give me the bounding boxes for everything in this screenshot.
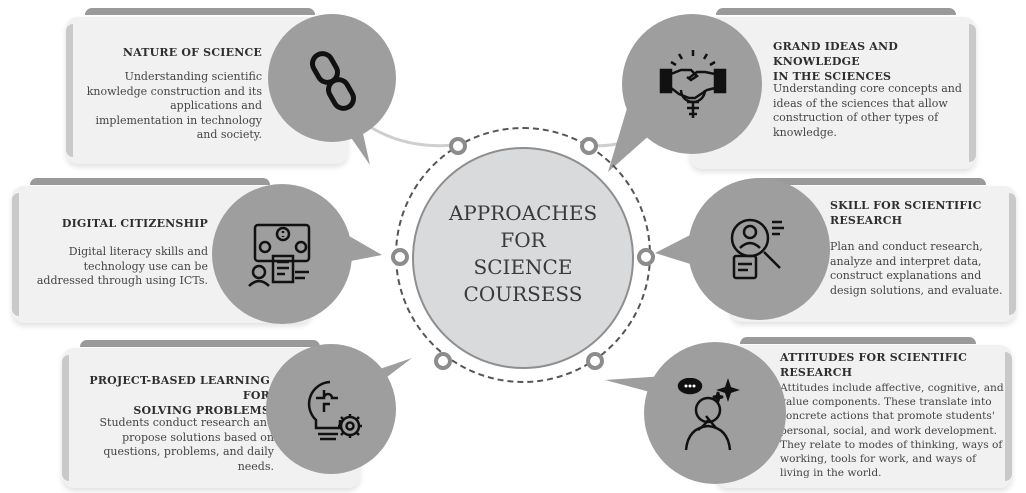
ring-node (449, 137, 467, 155)
chain-link-icon (305, 50, 363, 116)
card-title: DIGITAL CITIZENSHIP (61, 217, 208, 230)
card-title-line: SOLVING PROBLEMS (133, 404, 270, 417)
center-title-line: COURSESS (463, 282, 583, 306)
handshake-lightbulb-icon (659, 46, 727, 126)
center-circle (412, 147, 634, 369)
icon-bubble (266, 344, 396, 474)
card-accent (30, 178, 270, 185)
card-body: Understanding scientific knowledge const… (86, 70, 262, 142)
center-title: APPROACHES FOR SCIENCE COURSESS (412, 200, 634, 308)
center-title-line: FOR (500, 228, 546, 252)
card-accent (750, 178, 986, 185)
card-accent (12, 193, 19, 316)
ring-node (391, 248, 409, 266)
card-title-line: RESEARCH (780, 366, 853, 379)
card-accent (740, 337, 976, 344)
card-accent (80, 340, 320, 347)
card-accent (1005, 352, 1012, 481)
ring-node (637, 248, 655, 266)
icon-bubble (622, 14, 762, 154)
icon-bubble (688, 178, 830, 320)
card-accent (85, 8, 315, 15)
center-title-line: SCIENCE (473, 255, 573, 279)
card-accent (969, 24, 976, 162)
card-accent (62, 355, 69, 481)
icon-bubble (644, 342, 786, 484)
card-title: SKILL FOR SCIENTIFIC RESEARCH (830, 198, 1010, 228)
card-body: Plan and conduct research, analyze and i… (830, 240, 1003, 297)
icon-bubble (212, 184, 352, 324)
card-body: Students conduct research and propose so… (99, 416, 274, 473)
card-body: Understanding core concepts and ideas of… (773, 82, 962, 139)
card-title-line: RESEARCH (830, 214, 903, 227)
card-title-line: GRAND IDEAS AND KNOWLEDGE (773, 40, 898, 68)
card-accent (1009, 193, 1016, 315)
card-title-line: ATTITUDES FOR SCIENTIFIC (780, 351, 968, 364)
thinking-person-icon (676, 377, 744, 456)
digital-communication-icon (247, 220, 317, 292)
card-title-line: IN THE SCIENCES (773, 70, 892, 83)
lightbulb-puzzle-gear-icon (300, 378, 366, 448)
card-accent (716, 8, 956, 15)
card-body: Digital literacy skills and technology u… (36, 245, 208, 288)
card-accent (66, 24, 73, 157)
card-title: GRAND IDEAS AND KNOWLEDGE IN THE SCIENCE… (773, 39, 973, 84)
card-title: PROJECT-BASED LEARNING FOR SOLVING PROBL… (68, 373, 270, 418)
ring-node (586, 352, 604, 370)
card-title: ATTITUDES FOR SCIENTIFIC RESEARCH (780, 350, 990, 380)
card-body: Attitudes include affective, cognitive, … (780, 382, 1004, 480)
card-title: NATURE OF SCIENCE (122, 46, 262, 59)
card-title-line: SKILL FOR SCIENTIFIC (830, 199, 982, 212)
icon-bubble (268, 14, 396, 142)
researcher-magnifier-icon (724, 214, 790, 288)
ring-node (434, 352, 452, 370)
ring-node (580, 137, 598, 155)
card-title-line: PROJECT-BASED LEARNING FOR (89, 374, 270, 402)
center-title-line: APPROACHES (448, 201, 598, 225)
